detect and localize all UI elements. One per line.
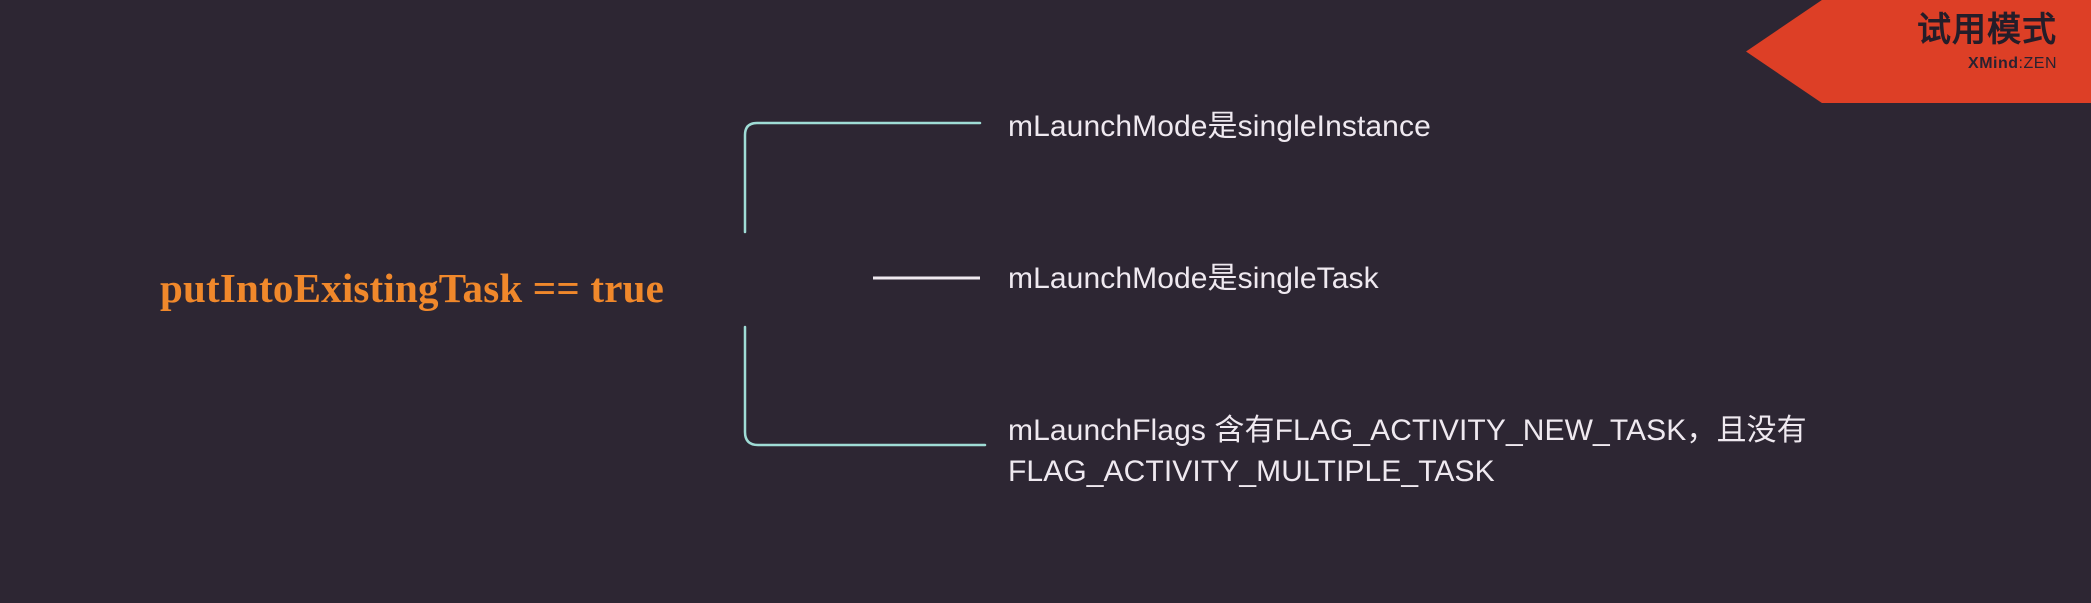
branch-topic-1[interactable]: mLaunchMode是singleInstance (1008, 110, 1431, 143)
branch-topic-3[interactable]: mLaunchFlags 含有FLAG_ACTIVITY_NEW_TASK，且没… (1008, 414, 1807, 488)
branch-topic-2[interactable]: mLaunchMode是singleTask (1008, 262, 1379, 295)
trial-mode-label: 试用模式 (1917, 11, 2057, 49)
root-topic[interactable]: putIntoExistingTask == true (160, 265, 665, 311)
brand-name-strong: XMind (1968, 55, 2019, 72)
connector-branch-3 (743, 325, 987, 447)
xmind-brand-label: XMind:ZEN (1917, 54, 2057, 74)
brand-name-light: :ZEN (2018, 55, 2057, 72)
trial-mode-banner[interactable]: 试用模式 XMind:ZEN (1746, 0, 2091, 103)
trial-banner-content: 试用模式 XMind:ZEN (1917, 8, 2057, 74)
connector-branch-1 (743, 121, 982, 234)
